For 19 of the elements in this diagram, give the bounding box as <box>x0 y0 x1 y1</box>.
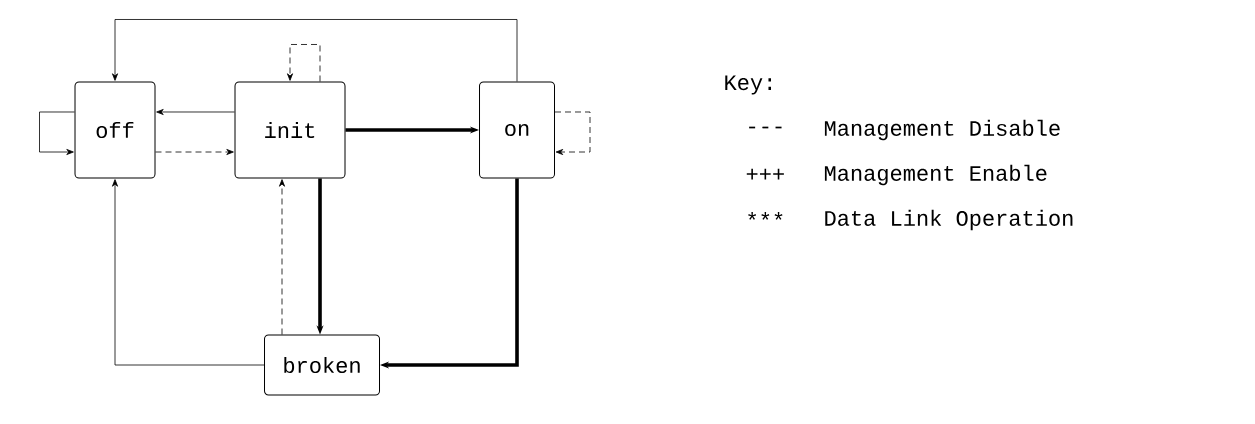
legend-text: Data Link Operation <box>825 209 1073 231</box>
arrow <box>155 149 234 155</box>
legend-symbol: --- <box>749 126 782 129</box>
arrow <box>287 44 321 82</box>
arrow <box>112 179 265 366</box>
legend-symbol: *** <box>748 212 783 220</box>
legend-symbol: +++ <box>746 168 784 180</box>
state-box: init <box>234 81 346 179</box>
legend-text: Management Enable <box>824 164 1047 186</box>
state-box: off <box>74 81 156 179</box>
arrow <box>279 179 285 335</box>
arrow <box>156 109 235 115</box>
state-box: on <box>479 81 555 179</box>
arrow <box>39 111 75 155</box>
key-heading: Key: <box>725 75 771 95</box>
arrow <box>112 19 518 82</box>
state-box: broken <box>264 334 380 396</box>
arrow <box>554 111 591 155</box>
legend-text: Management Disable <box>824 119 1060 141</box>
